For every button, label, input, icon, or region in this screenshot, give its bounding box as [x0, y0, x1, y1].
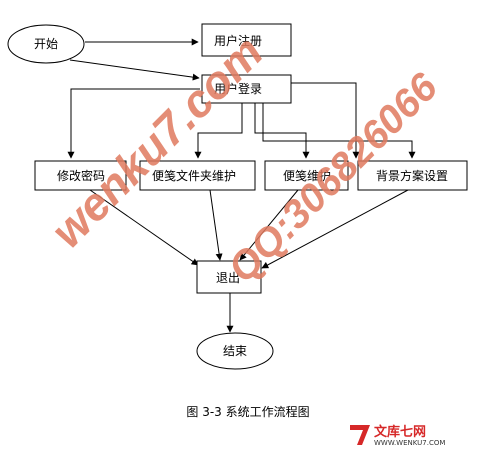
node-register: 用户注册	[201, 23, 292, 57]
node-file-maintain: 便笺文件夹维护	[139, 160, 256, 191]
edge-login-change-password	[67, 88, 200, 159]
edge-login-scheme-settings-branch	[262, 103, 416, 159]
node-file-maintain-label: 便笺文件夹维护	[152, 168, 236, 183]
node-change-password: 修改密码	[34, 160, 127, 191]
node-scheme-settings-label: 背景方案设置	[376, 168, 448, 183]
edge-login-file-maintain	[194, 103, 243, 159]
logo-mark-icon	[350, 425, 370, 445]
edge-change-password-exit	[89, 189, 199, 266]
node-login: 用户登录	[201, 74, 292, 104]
node-end-label: 结束	[223, 344, 247, 358]
node-start: 开始	[7, 24, 85, 64]
edge-scheme-settings-exit	[261, 189, 409, 269]
edge-login-scheme-settings	[291, 82, 360, 159]
node-end: 结束	[196, 332, 274, 370]
node-exit: 退出	[196, 260, 262, 294]
node-login-label: 用户登录	[214, 81, 262, 96]
node-note-maintain: 便笺维护	[264, 160, 349, 191]
wenku7-logo: 文库七网 WWW.WENKU7.COM	[350, 424, 445, 447]
svg-text:WWW.WENKU7.COM: WWW.WENKU7.COM	[374, 439, 445, 447]
node-scheme-settings: 背景方案设置	[357, 160, 468, 191]
node-note-maintain-label: 便笺维护	[283, 168, 331, 183]
edge-file-maintain-exit	[209, 189, 223, 261]
node-change-password-label: 修改密码	[57, 168, 105, 183]
edge-note-maintain-exit	[239, 189, 299, 261]
figure-caption: 图 3-3 系统工作流程图	[186, 405, 310, 419]
node-exit-label: 退出	[216, 271, 240, 285]
node-start-label: 开始	[34, 37, 58, 51]
svg-text:文库七网: 文库七网	[374, 424, 426, 440]
edge-login-note-maintain	[254, 103, 310, 159]
edge-start-login	[69, 59, 200, 81]
edges	[67, 38, 416, 333]
node-register-label: 用户注册	[214, 33, 262, 48]
